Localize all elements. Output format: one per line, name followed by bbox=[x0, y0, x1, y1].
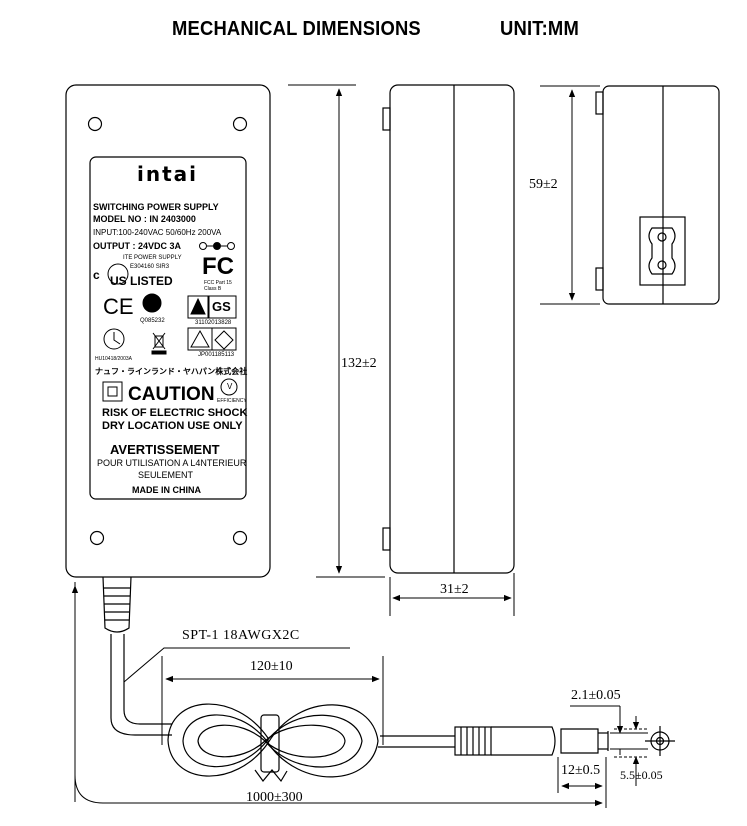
kc-logo bbox=[103, 328, 125, 350]
outer-diameter-dim: 5.5±0.05 bbox=[620, 768, 663, 782]
mount-hole bbox=[89, 530, 105, 546]
strain-relief bbox=[102, 576, 132, 633]
polarity-icon bbox=[227, 242, 235, 250]
label-line: OUTPUT : 24VDC 3A bbox=[93, 241, 182, 251]
cable-length-dim: 1000±300 bbox=[246, 790, 303, 805]
efficiency-text: EFFICIENCY bbox=[217, 398, 247, 404]
jp-code: JP001185113 bbox=[198, 352, 235, 358]
ccc-logo bbox=[142, 293, 162, 313]
ccc-code: Q085232 bbox=[140, 318, 165, 324]
french-line: POUR UTILISATION A L4NTERIEUR bbox=[97, 458, 247, 468]
fcc-logo: FC bbox=[202, 253, 234, 280]
warning-line: RISK OF ELECTRIC SHOCK bbox=[102, 407, 248, 419]
ite-code: E304160 SIR3 bbox=[130, 264, 170, 270]
pse-logo bbox=[211, 327, 237, 351]
cable-type: SPT-1 18AWGX2C bbox=[182, 628, 300, 643]
width-dim: 59±2 bbox=[529, 177, 558, 192]
ul-listed-text: US LISTED bbox=[110, 274, 173, 288]
caution-heading: CAUTION bbox=[128, 384, 215, 405]
cable-tie bbox=[260, 714, 280, 773]
label-line: MODEL NO : IN 2403000 bbox=[93, 214, 196, 224]
ul-logo bbox=[107, 263, 129, 285]
unit-label: UNIT:MM bbox=[500, 18, 579, 40]
ite-text: ITE POWER SUPPLY bbox=[123, 255, 182, 261]
title: MECHANICAL DIMENSIONS bbox=[172, 18, 421, 40]
mount-hole bbox=[87, 116, 103, 132]
c8-inlet bbox=[639, 216, 686, 286]
saa-logo bbox=[187, 295, 209, 319]
ul-c-text: c bbox=[93, 268, 100, 282]
adapter-end-view bbox=[595, 85, 720, 305]
plug-length-dim: 12±0.5 bbox=[561, 763, 601, 778]
inner-diameter-dim: 2.1±0.05 bbox=[571, 688, 621, 703]
dimension-lines bbox=[71, 84, 648, 808]
efficiency-icon bbox=[220, 378, 238, 396]
avertissement-heading: AVERTISSEMENT bbox=[110, 442, 220, 457]
made-in-text: MADE IN CHINA bbox=[132, 485, 201, 495]
dc-plug bbox=[454, 726, 609, 756]
label-symbols bbox=[102, 242, 238, 402]
label-line: SWITCHING POWER SUPPLY bbox=[93, 202, 219, 212]
length-dim: 132±2 bbox=[341, 356, 377, 371]
brand-logo: intai bbox=[137, 162, 199, 186]
polarity-icon bbox=[213, 242, 221, 250]
adapter-front-body bbox=[65, 84, 271, 578]
gs-text: GS bbox=[212, 299, 231, 314]
label-line: INPUT:100-240VAC 50/60Hz 200VA bbox=[93, 228, 222, 237]
mount-hole bbox=[232, 530, 248, 546]
efficiency-mark: V bbox=[227, 382, 233, 391]
french-line: SEULEMENT bbox=[138, 470, 194, 480]
coil-dim: 120±10 bbox=[250, 659, 293, 674]
fcc-sub: FCC Part 15 Class B bbox=[204, 280, 232, 292]
double-insulation-icon bbox=[102, 381, 123, 402]
gs-logo bbox=[208, 295, 237, 319]
thickness-dim: 31±2 bbox=[440, 582, 469, 597]
japan-text: ナュフ・ラインランド・ヤハパン株式会社 bbox=[95, 367, 248, 376]
ce-mark: CE bbox=[103, 294, 134, 319]
adapter-side-view bbox=[382, 84, 515, 574]
polarity-icon bbox=[199, 242, 207, 250]
dc-cable bbox=[110, 634, 455, 748]
mount-hole bbox=[232, 116, 248, 132]
warning-line: DRY LOCATION USE ONLY bbox=[102, 420, 243, 432]
kc-code: HU10418/2003A bbox=[95, 356, 132, 362]
saa-code: 31102013828 bbox=[195, 320, 232, 326]
product-label-frame bbox=[89, 156, 247, 500]
plug-end-view bbox=[645, 726, 675, 756]
cable-coil bbox=[167, 703, 379, 783]
